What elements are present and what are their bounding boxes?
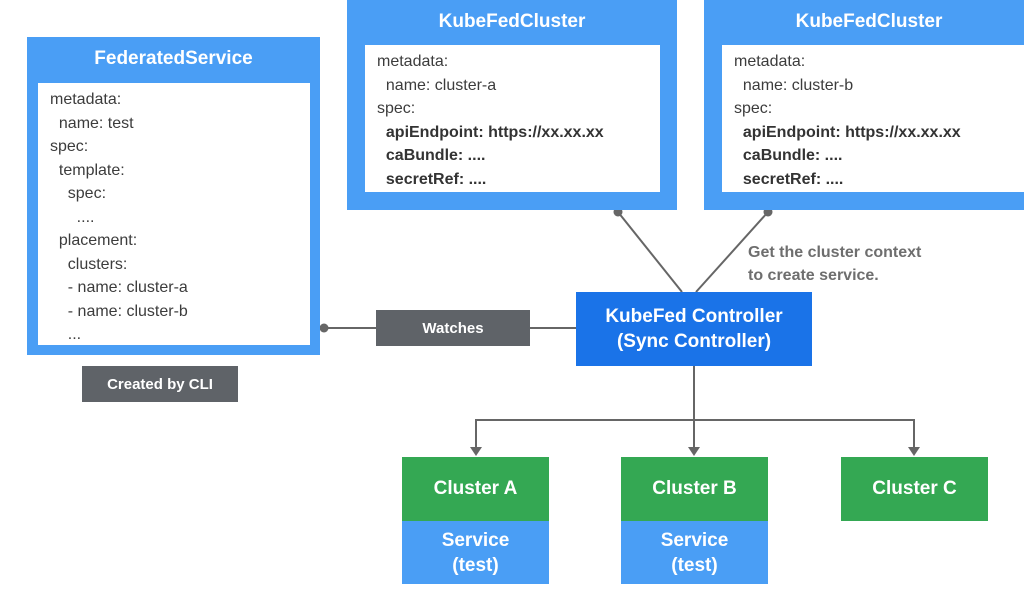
connector-dot-service — [319, 323, 329, 333]
spec-line: spec: — [50, 185, 107, 202]
spec-line-bold: caBundle: .... — [377, 147, 486, 164]
spec-line-bold: apiEndpoint: https://xx.xx.xx — [377, 123, 604, 141]
spec-line: metadata: — [734, 53, 806, 70]
federated-service-title: FederatedService — [94, 48, 253, 69]
cluster-a: Cluster A — [402, 457, 549, 521]
kubefed-cluster-b-spec: metadata: name: cluster-b spec: apiEndpo… — [722, 45, 1024, 192]
service-name: (test) — [452, 554, 499, 576]
cluster-b-service: Service (test) — [621, 521, 768, 584]
kubefed-cluster-a-spec: metadata: name: cluster-a spec: apiEndpo… — [365, 45, 660, 192]
spec-line: spec: — [377, 100, 416, 117]
cluster-a-service: Service (test) — [402, 521, 549, 584]
service-label: Service — [660, 529, 729, 551]
cluster-b: Cluster B — [621, 457, 768, 521]
spec-line: placement: — [50, 232, 138, 249]
note-line-2: to create service. — [748, 267, 879, 284]
spec-line: .... — [50, 208, 95, 226]
spec-line-bold: apiEndpoint: https://xx.xx.xx — [734, 123, 961, 141]
connector-cluster-a-to-controller — [617, 211, 683, 293]
arrow-to-cluster-c — [908, 447, 920, 456]
watches-label: Watches — [376, 310, 530, 346]
spec-line-bold: caBundle: .... — [734, 147, 843, 164]
connector-cluster-b-to-controller — [695, 211, 769, 293]
federated-service-spec: metadata: name: test spec: template: spe… — [38, 83, 310, 345]
service-label: Service — [441, 529, 510, 551]
cluster-context-note: Get the cluster context to create servic… — [748, 241, 1008, 287]
note-line-1: Get the cluster context — [748, 244, 922, 261]
connector-branch — [475, 419, 915, 448]
spec-line: template: — [50, 161, 125, 179]
arrow-to-cluster-a — [470, 447, 482, 456]
federated-service-card: FederatedService metadata: name: test sp… — [27, 37, 320, 355]
spec-line-bold: secretRef: .... — [377, 170, 487, 188]
spec-line: spec: — [734, 100, 773, 117]
spec-line: name: cluster-b — [734, 76, 854, 94]
kubefed-controller: KubeFed Controller (Sync Controller) — [576, 292, 812, 366]
spec-line: metadata: — [377, 53, 449, 70]
controller-subtitle: (Sync Controller) — [616, 331, 772, 352]
spec-line: name: cluster-a — [377, 76, 497, 94]
spec-line: spec: — [50, 138, 89, 155]
cluster-c: Cluster C — [841, 457, 988, 521]
service-name: (test) — [671, 554, 718, 576]
created-by-cli-label: Created by CLI — [82, 366, 238, 402]
kubefed-cluster-a-title: KubeFedCluster — [438, 11, 586, 32]
kubefed-cluster-b-card: KubeFedCluster metadata: name: cluster-b… — [704, 0, 1024, 210]
controller-name: KubeFed Controller — [605, 306, 783, 327]
spec-line: - name: cluster-a — [50, 279, 188, 296]
spec-line: name: test — [50, 114, 134, 132]
kubefed-cluster-b-title: KubeFedCluster — [795, 11, 943, 32]
spec-line: metadata: — [50, 91, 122, 108]
spec-line: ... — [50, 326, 82, 343]
spec-line: clusters: — [50, 255, 128, 273]
spec-line-bold: secretRef: .... — [734, 170, 844, 188]
spec-line: - name: cluster-b — [50, 302, 188, 320]
kubefed-cluster-a-card: KubeFedCluster metadata: name: cluster-a… — [347, 0, 677, 210]
arrow-to-cluster-b — [688, 447, 700, 456]
